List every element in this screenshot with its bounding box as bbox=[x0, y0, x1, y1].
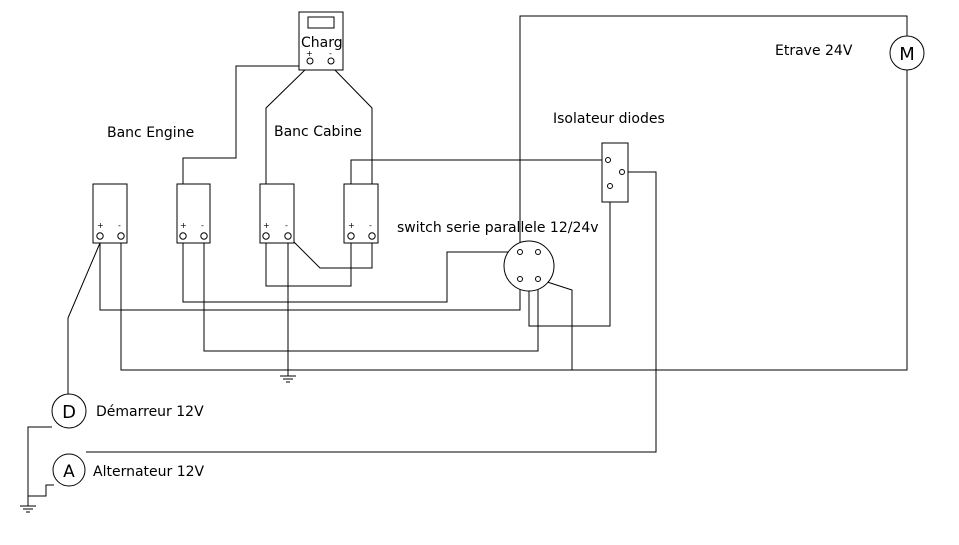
battery-engine-1: + - bbox=[92, 183, 128, 244]
label-banc-cabine: Banc Cabine bbox=[274, 124, 362, 140]
charger: Charg + - bbox=[298, 11, 344, 71]
minus-sign: - bbox=[201, 221, 204, 230]
wire-switch-motor bbox=[519, 15, 908, 252]
label-alternateur: Alternateur 12V bbox=[93, 464, 205, 480]
battery-plus-terminal bbox=[96, 232, 104, 240]
wire-charger-plus-bank2 bbox=[182, 61, 310, 184]
plus-sign: + bbox=[348, 221, 355, 230]
battery-minus-terminal bbox=[117, 232, 125, 240]
charger-minus-terminal bbox=[327, 57, 335, 65]
wire-bank3-bank4-plus bbox=[265, 236, 352, 287]
starter-symbol: D bbox=[62, 402, 76, 423]
isolator-terminal-out bbox=[607, 183, 613, 189]
battery-cabine-2: + - bbox=[343, 183, 379, 244]
ground-symbol-left bbox=[20, 505, 36, 513]
charger-label: Charg bbox=[301, 35, 343, 51]
motor-symbol: M bbox=[899, 44, 915, 65]
charger-display bbox=[307, 16, 335, 29]
starter-motor: D bbox=[51, 393, 87, 429]
series-parallel-switch bbox=[503, 240, 555, 292]
plus-sign: + bbox=[263, 221, 270, 230]
battery-minus-terminal bbox=[284, 232, 292, 240]
charger-plus-terminal bbox=[306, 57, 314, 65]
wire-charger-minus-bank4 bbox=[330, 65, 373, 184]
switch-terminal-3 bbox=[517, 276, 523, 282]
label-switch: switch serie parallele 12/24v bbox=[397, 220, 599, 236]
wire-bank1-starter bbox=[67, 242, 101, 394]
wire-charger-plus-bank3 bbox=[265, 65, 310, 184]
plus-sign: + bbox=[97, 221, 104, 230]
wire-switch-isolator bbox=[528, 186, 611, 327]
wire-bank3-bank4-link bbox=[287, 235, 373, 269]
diode-isolator bbox=[601, 142, 629, 203]
wire-alternator-ground bbox=[28, 484, 54, 497]
alternator: A bbox=[52, 453, 86, 487]
label-banc-engine: Banc Engine bbox=[107, 125, 194, 141]
battery-engine-2: + - bbox=[176, 183, 211, 244]
minus-sign: - bbox=[285, 221, 288, 230]
minus-sign: - bbox=[369, 221, 372, 230]
switch-terminal-1 bbox=[517, 249, 523, 255]
label-etrave: Etrave 24V bbox=[775, 43, 853, 59]
plus-sign: + bbox=[180, 221, 187, 230]
wire-switch-loop bbox=[537, 278, 573, 370]
battery-plus-terminal bbox=[262, 232, 270, 240]
wire-bank1-minus-motor bbox=[120, 70, 908, 371]
wire-bank1-switch bbox=[99, 243, 521, 311]
ground-symbol-center bbox=[280, 375, 296, 383]
label-demarreur: Démarreur 12V bbox=[96, 404, 204, 420]
charger-plus-sign: + bbox=[306, 49, 313, 58]
switch-terminal-4 bbox=[535, 276, 541, 282]
isolator-terminal-alt bbox=[619, 169, 625, 175]
wire-isolator-alternator bbox=[86, 171, 657, 453]
battery-plus-terminal bbox=[347, 232, 355, 240]
wires bbox=[27, 15, 908, 506]
wire-starter-ground bbox=[27, 426, 52, 506]
alternator-symbol: A bbox=[63, 462, 75, 482]
label-isolateur: Isolateur diodes bbox=[553, 111, 665, 127]
isolator-terminal-in bbox=[605, 157, 611, 163]
bow-thruster-motor: M bbox=[889, 35, 925, 71]
battery-plus-terminal bbox=[179, 232, 187, 240]
switch-terminal-2 bbox=[535, 249, 541, 255]
battery-minus-terminal bbox=[200, 232, 208, 240]
wire-bank2-minus-switch bbox=[203, 243, 539, 352]
battery-cabine-1: + - bbox=[259, 183, 295, 244]
battery-minus-terminal bbox=[368, 232, 376, 240]
charger-minus-sign: - bbox=[329, 49, 332, 58]
minus-sign: - bbox=[118, 221, 121, 230]
wire-bank2-switch bbox=[182, 243, 520, 303]
